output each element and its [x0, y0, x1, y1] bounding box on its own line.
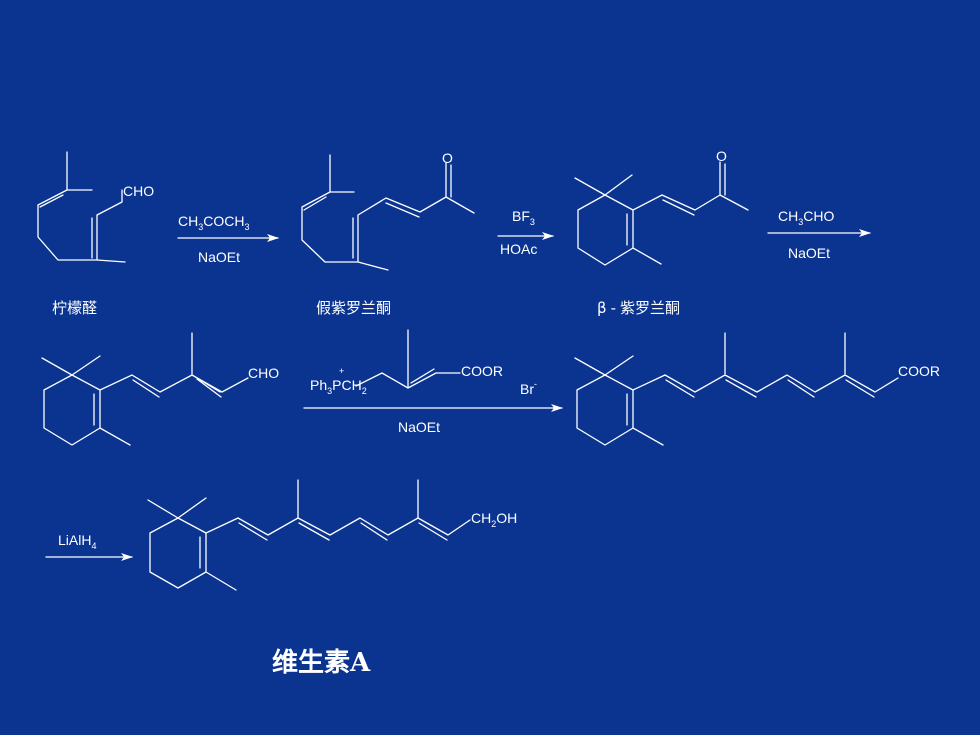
step4-reagent-bottom: NaOEt: [398, 419, 440, 435]
ylide-formula: Ph3PCH2: [310, 377, 367, 396]
aldehyde-structure: CHO: [41, 332, 279, 446]
citral-cho-label: CHO: [123, 183, 154, 199]
bromide-anion: Br-: [520, 379, 537, 397]
step3-reagent-bottom: NaOEt: [788, 245, 830, 261]
aldehyde-cho-label: CHO: [248, 365, 279, 381]
citral-name: 柠檬醛: [52, 299, 97, 317]
arrow-step4: + Ph3PCH2 COOR Br- NaOEt: [303, 329, 563, 435]
beta-ionone-name: β-紫罗兰酮: [597, 299, 680, 317]
step2-reagent-bottom: HOAc: [500, 241, 537, 257]
pseudoionone-structure: O 假紫罗兰酮: [301, 150, 475, 317]
step1-reagent-bottom: NaOEt: [198, 249, 240, 265]
pseudoionone-name: 假紫罗兰酮: [316, 299, 391, 317]
ylide-charge: +: [339, 366, 344, 376]
step5-reagent-top: LiAlH4: [58, 532, 96, 551]
vitamin-a-title: 维生素A: [272, 647, 371, 678]
pseudoionone-oxygen: O: [442, 150, 453, 166]
arrow-step2: BF3 HOAc: [497, 208, 554, 257]
ylide-ester: COOR: [461, 363, 503, 379]
citral-structure: CHO 柠檬醛: [37, 151, 154, 317]
beta-ionone-oxygen: O: [716, 148, 727, 164]
step1-reagent-top: CH3COCH3: [178, 213, 250, 232]
step2-reagent-top: BF3: [512, 208, 535, 227]
ester-coor-label: COOR: [898, 363, 940, 379]
step3-reagent-top: CH3CHO: [778, 208, 834, 227]
ester-structure: COOR: [574, 332, 940, 446]
arrow-step1: CH3COCH3 NaOEt: [177, 213, 279, 265]
arrow-step5: LiAlH4: [45, 532, 133, 561]
beta-ionone-structure: O β-紫罗兰酮: [574, 148, 749, 317]
vitamin-a-structure: CH2OH 维生素A: [147, 479, 517, 678]
arrow-step3: CH3CHO NaOEt: [767, 208, 871, 261]
vitamin-a-ch2oh-label: CH2OH: [471, 510, 517, 529]
